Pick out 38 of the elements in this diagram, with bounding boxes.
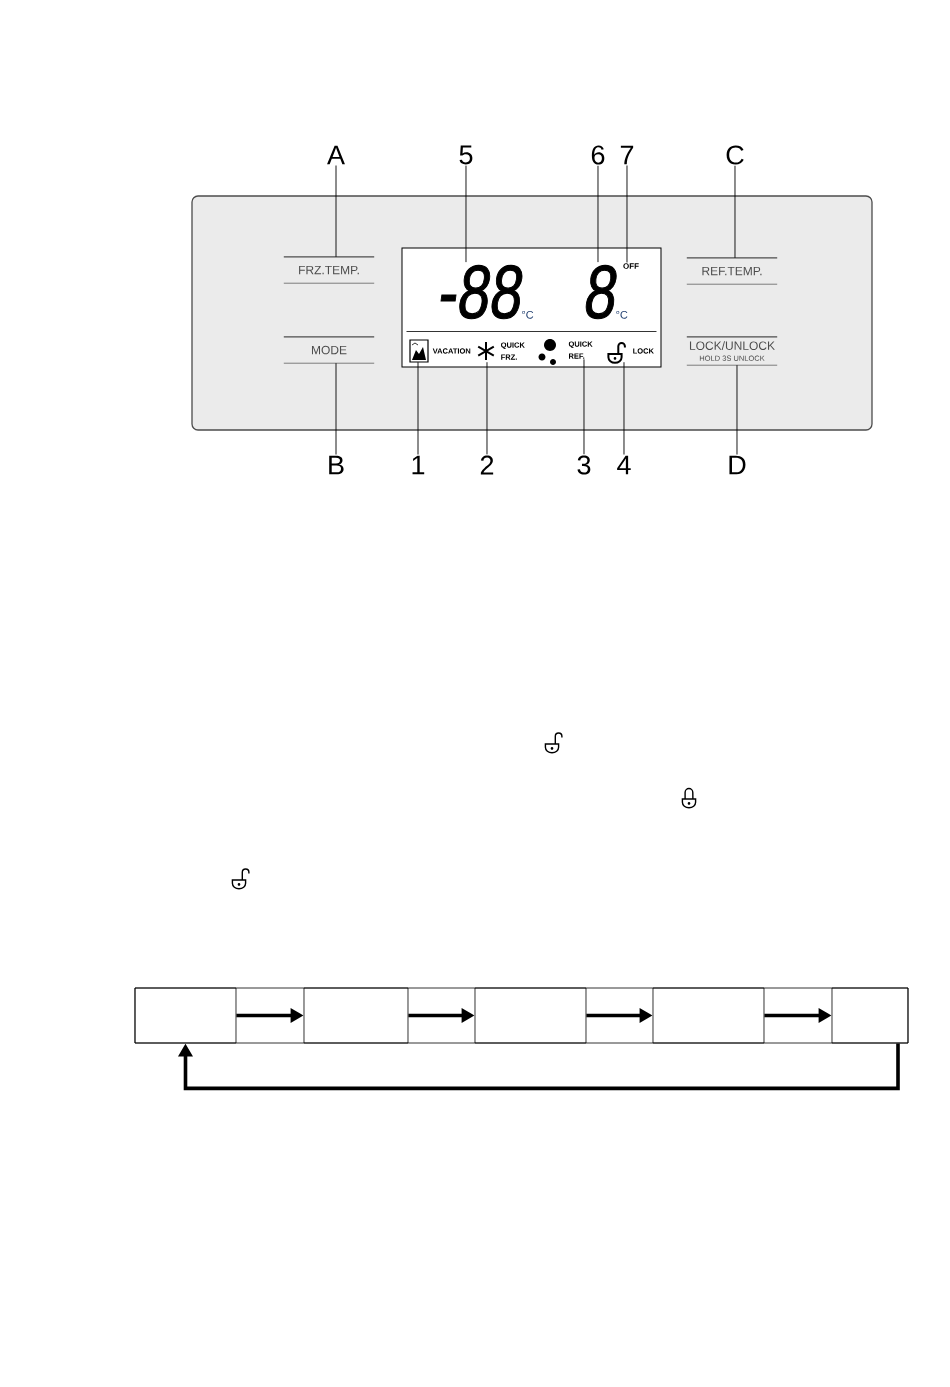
- table-cell: [474, 987, 587, 1044]
- padlock-icon: [607, 342, 626, 364]
- leader-line: [417, 361, 419, 455]
- table-cell: [134, 987, 237, 1044]
- status-text: OFF: [623, 263, 639, 269]
- callout-letter: 6: [591, 145, 605, 165]
- leader-line: [736, 364, 738, 455]
- leader-line: [335, 165, 337, 258]
- unit-symbol: °C: [616, 310, 628, 319]
- table-cell: [303, 987, 409, 1044]
- leader-line: [623, 361, 625, 455]
- callout-letter: 7: [620, 145, 634, 165]
- button: MODE: [283, 336, 375, 364]
- return-arrow: [178, 1043, 900, 1091]
- callout-letter: 1: [412, 455, 425, 475]
- callout-letter: C: [726, 145, 744, 165]
- unit-symbol: °C: [521, 310, 534, 319]
- display-screen: [401, 247, 662, 368]
- leader-line: [597, 165, 599, 263]
- callout-letter: 3: [577, 455, 591, 475]
- button: REF.TEMP.: [686, 257, 778, 285]
- leader-line: [734, 165, 736, 259]
- leader-line: [626, 165, 628, 263]
- leader-line: [465, 165, 467, 263]
- callout-letter: A: [327, 145, 345, 165]
- leader-line: [335, 362, 337, 455]
- snowflake-icon: [477, 341, 495, 361]
- vacation-icon: [409, 339, 429, 363]
- button: FRZ.TEMP.: [283, 256, 375, 284]
- leader-line: [583, 358, 585, 455]
- callout-letter: B: [329, 455, 344, 475]
- callout-letter: 5: [459, 145, 473, 165]
- callout-letter: 2: [480, 455, 494, 475]
- leader-line: [486, 361, 488, 455]
- callout-letter: D: [729, 455, 746, 475]
- callout-letter: 4: [617, 455, 631, 475]
- table-cell: [652, 987, 765, 1044]
- table-cell: [831, 987, 909, 1044]
